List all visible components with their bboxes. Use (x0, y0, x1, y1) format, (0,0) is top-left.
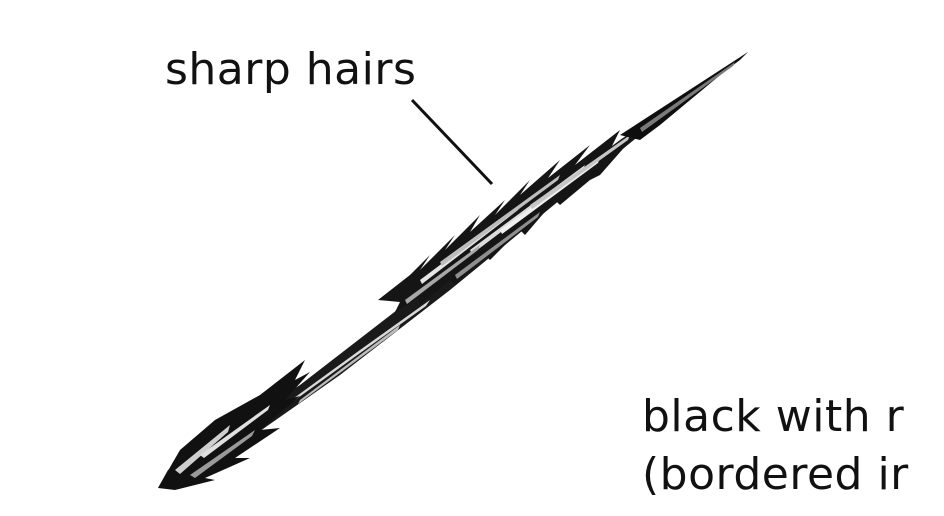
color-description-label: black with r (bordered ir (642, 388, 909, 504)
quill-base-bristles (158, 360, 310, 490)
sharp-hairs-label: sharp hairs (165, 44, 417, 95)
label-leader-line (410, 98, 494, 186)
sharp-hairs-cluster (378, 118, 650, 312)
color-description-line-1: black with r (642, 391, 905, 442)
color-description-line-2: (bordered ir (642, 449, 909, 500)
quill-tip (620, 52, 748, 140)
